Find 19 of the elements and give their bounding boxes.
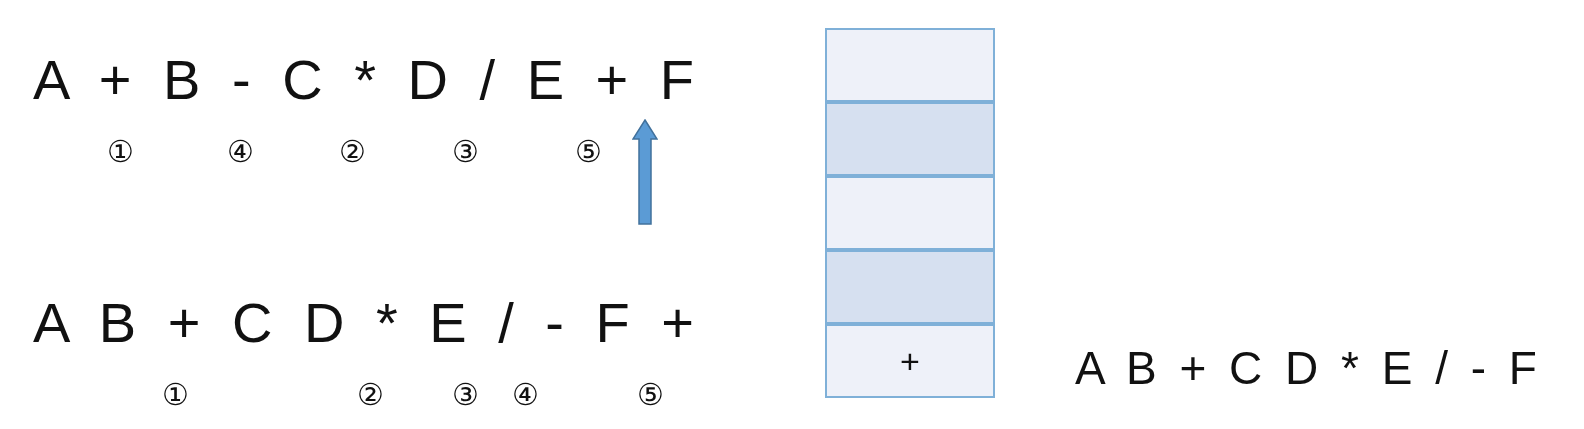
stack-cell [825, 28, 995, 102]
callout-number: ③ [451, 137, 479, 167]
callout-number: ① [161, 380, 189, 410]
callout-number: ⑤ [636, 380, 664, 410]
stack-cell [825, 324, 995, 398]
expression-text: A B + C D * E / - F + [33, 295, 695, 351]
callout-number: ④ [226, 137, 254, 167]
callout-number: ② [356, 380, 384, 410]
callout-number: ② [338, 137, 366, 167]
callout-number: ④ [511, 380, 539, 410]
callout-number: ① [106, 137, 134, 167]
stack-cell [825, 176, 995, 250]
stack-cell [825, 102, 995, 176]
expression-text: A + B - C * D / E + F [33, 52, 695, 108]
stack-cell [825, 250, 995, 324]
callout-number: ③ [451, 380, 479, 410]
operator-text: + [900, 341, 920, 381]
callout-number: ⑤ [574, 137, 602, 167]
output-text: A B + C D * E / - F [1075, 345, 1537, 391]
